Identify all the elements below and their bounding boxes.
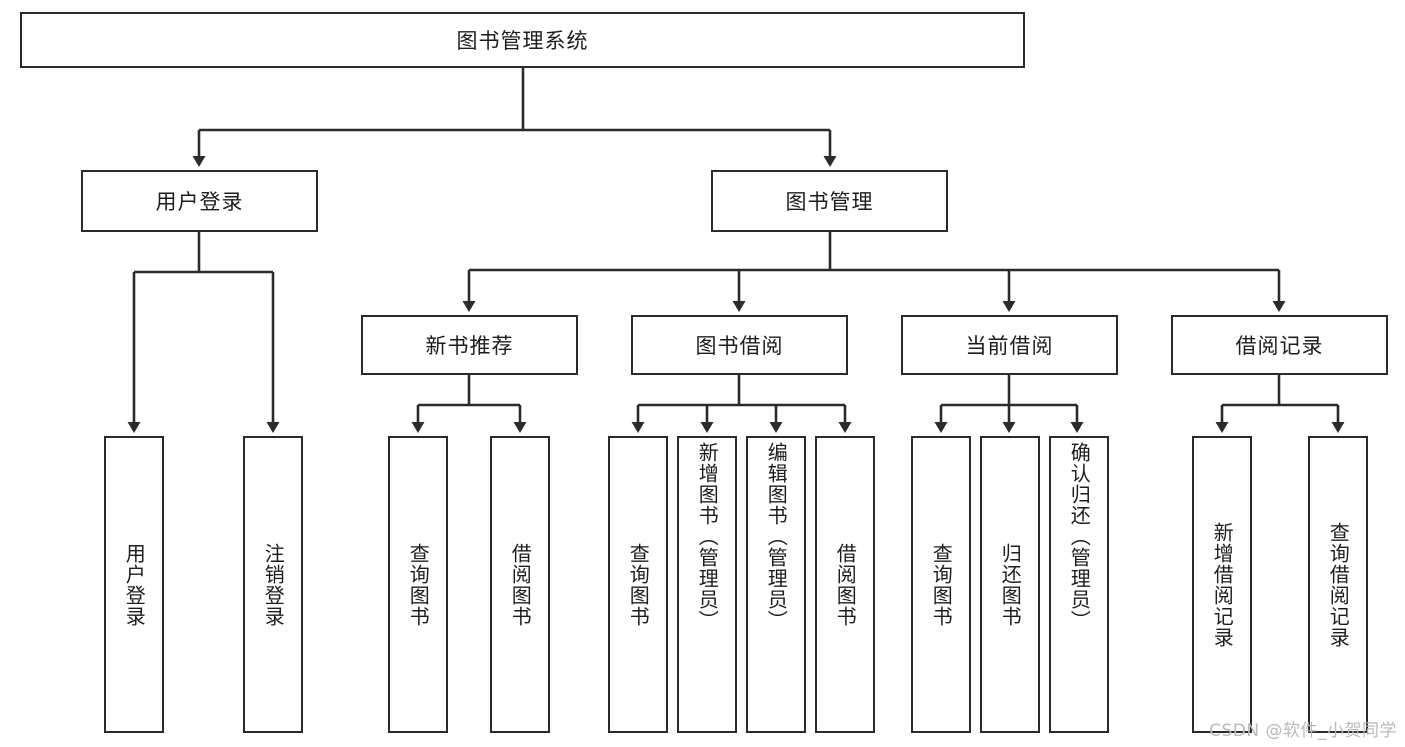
node-user-login-label: 用户登录 [155, 190, 244, 214]
node-leaf-logout-label: 注销登录 [261, 542, 286, 627]
node-leaf-borrow-book-2-label: 借阅图书 [833, 542, 858, 627]
node-leaf-query-book-2[interactable]: 查询图书 [608, 436, 668, 733]
node-root[interactable]: 图书管理系统 [20, 12, 1025, 68]
node-leaf-edit-book-label: 编辑图书（管理员） [764, 442, 789, 631]
node-leaf-query-book-3[interactable]: 查询图书 [911, 436, 971, 733]
node-leaf-return-book[interactable]: 归还图书 [980, 436, 1040, 733]
node-leaf-confirm-return[interactable]: 确认归还（管理员） [1049, 436, 1109, 733]
node-book-management[interactable]: 图书管理 [711, 170, 948, 232]
node-new-book-recommend[interactable]: 新书推荐 [361, 315, 578, 375]
node-book-borrow[interactable]: 图书借阅 [631, 315, 848, 375]
node-book-management-label: 图书管理 [785, 190, 874, 214]
node-leaf-user-login[interactable]: 用户登录 [104, 436, 164, 733]
node-user-login[interactable]: 用户登录 [81, 170, 318, 232]
node-leaf-add-book[interactable]: 新增图书（管理员） [677, 436, 737, 733]
node-root-label: 图书管理系统 [456, 29, 589, 53]
node-leaf-borrow-book-2[interactable]: 借阅图书 [815, 436, 875, 733]
node-current-borrow[interactable]: 当前借阅 [901, 315, 1118, 375]
node-leaf-add-record[interactable]: 新增借阅记录 [1192, 436, 1252, 733]
node-borrow-record-label: 借阅记录 [1235, 334, 1324, 358]
node-leaf-query-book-1-label: 查询图书 [406, 542, 431, 627]
node-leaf-add-book-label: 新增图书（管理员） [695, 442, 720, 631]
node-current-borrow-label: 当前借阅 [965, 334, 1054, 358]
node-leaf-add-record-label: 新增借阅记录 [1210, 521, 1235, 648]
node-borrow-record[interactable]: 借阅记录 [1171, 315, 1388, 375]
node-leaf-borrow-book-1[interactable]: 借阅图书 [490, 436, 550, 733]
node-leaf-query-book-2-label: 查询图书 [626, 542, 651, 627]
node-leaf-query-book-3-label: 查询图书 [929, 542, 954, 627]
node-leaf-return-book-label: 归还图书 [998, 542, 1023, 627]
node-leaf-edit-book[interactable]: 编辑图书（管理员） [746, 436, 806, 733]
node-leaf-query-book-1[interactable]: 查询图书 [388, 436, 448, 733]
node-leaf-confirm-return-label: 确认归还（管理员） [1067, 442, 1092, 631]
node-book-borrow-label: 图书借阅 [695, 334, 784, 358]
csdn-watermark: CSDN @软件_小贺同学 [1209, 721, 1397, 741]
node-leaf-borrow-book-1-label: 借阅图书 [508, 542, 533, 627]
node-leaf-logout[interactable]: 注销登录 [243, 436, 303, 733]
node-leaf-user-login-label: 用户登录 [122, 542, 147, 627]
node-new-book-recommend-label: 新书推荐 [425, 334, 514, 358]
node-leaf-query-record[interactable]: 查询借阅记录 [1308, 436, 1368, 733]
node-leaf-query-record-label: 查询借阅记录 [1326, 521, 1351, 648]
